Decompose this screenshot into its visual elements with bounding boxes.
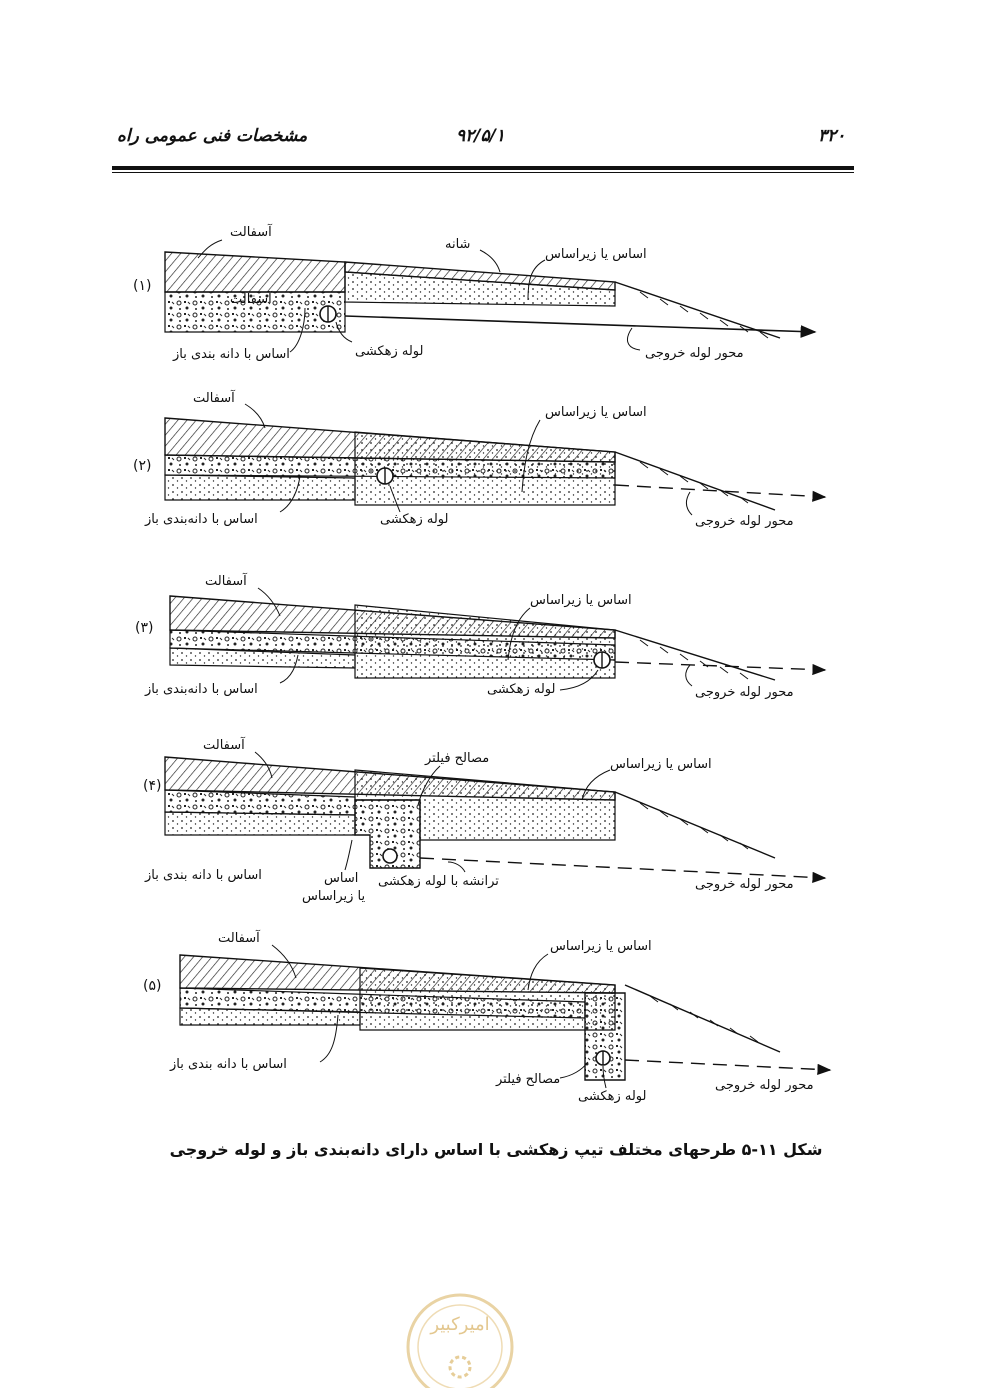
slope [614, 281, 781, 339]
asphalt-inner-label: آسفالت [230, 290, 273, 307]
asphalt-layer [164, 251, 346, 293]
filter-material-label: مصالح فیلتر [495, 1072, 560, 1087]
panel-5: (۵) آسفالت اساس یا زیراساس اساس با دانه … [143, 929, 832, 1104]
open-graded-base-label: اساس با دانه بندی باز [172, 347, 290, 362]
panel-2: (۲) آسفالت اساس یا زیراساس اساس با دانه‌… [133, 389, 827, 529]
base-subbase-label: اساس یا زیراساس [610, 757, 712, 772]
open-graded-base-label: اساس با دانه‌بندی باز [144, 512, 258, 527]
base-subbase-label: اساس یا زیراساس [530, 593, 632, 608]
open-graded-base-label: اساس با دانه بندی باز [144, 868, 262, 883]
panel-number: (۱) [133, 278, 151, 294]
slope [624, 984, 781, 1053]
book-title: مشخصات فنی عمومی راه [117, 126, 308, 146]
outlet-pipe [624, 1059, 832, 1075]
date-code: ۹۲/۵/۱ [456, 126, 505, 146]
outlet-pipe-axis-label: محور لوله خروجی [715, 1078, 814, 1093]
outlet-pipe-axis-label: محور لوله خروجی [695, 514, 794, 529]
outlet-pipe [344, 315, 817, 338]
figure-caption: شکل ۱۱-۵ طرحهای مختلف تیپ زهکشی با اساس … [169, 1140, 823, 1159]
asphalt-label: آسفالت [203, 736, 246, 753]
open-graded-base [164, 291, 346, 333]
panel-3: (۳) آسفالت اساس یا زیراساس اساس با دانه‌… [135, 572, 827, 700]
subbase-lower [164, 474, 356, 501]
base-subbase-label: اساس یا زیراساس [545, 405, 647, 420]
panel-number: (۳) [135, 620, 153, 636]
panel-number: (۵) [143, 978, 161, 994]
open-graded-base-label: اساس با دانه‌بندی باز [144, 682, 258, 697]
panel-number: (۴) [143, 778, 161, 794]
header-rule-thick [112, 166, 854, 170]
open-graded-base [169, 629, 616, 661]
drain-pipe-label: لوله زهکشی [380, 512, 449, 527]
outlet-pipe [419, 857, 827, 883]
slope [614, 629, 776, 681]
asphalt-label: آسفالت [205, 572, 248, 589]
header-rule-thin [112, 172, 854, 173]
open-graded-base [164, 454, 616, 479]
outlet-pipe-axis-label: محور لوله خروجی [695, 685, 794, 700]
drain-pipe-label: لوله زهکشی [578, 1089, 647, 1104]
outlet-pipe-axis-label: محور لوله خروجی [695, 877, 794, 892]
panel-number: (۲) [133, 458, 151, 474]
base-subbase-label: اساس یا زیراساس [545, 247, 647, 262]
asphalt-label: آسفالت [230, 223, 273, 240]
base-subbase-label: اساس یا زیراساس [550, 939, 652, 954]
filter-column [584, 992, 626, 1081]
filter-trench [354, 799, 421, 869]
outlet-pipe [614, 484, 827, 502]
panel-1: (۱) آسفالت شانه اساس یا زیراساس آسفالت ا… [133, 223, 817, 362]
shoulder-label: شانه [445, 237, 470, 252]
publisher-seal-watermark: امیرکبیر [406, 1293, 514, 1388]
open-graded-base-label: اساس با دانه بندی باز [169, 1057, 287, 1072]
filter-material-label: مصالح فیلتر [424, 751, 489, 766]
outlet-pipe [614, 661, 827, 676]
subbase-lower [169, 647, 356, 669]
asphalt-label: آسفالت [193, 389, 236, 406]
page-number: ۳۲۰ [818, 126, 846, 146]
outlet-pipe-axis-label: محور لوله خروجی [645, 346, 744, 361]
drain-pipe-icon [382, 848, 398, 864]
drain-trench-label: ترانشه با لوله زهکشی [378, 874, 499, 889]
seal-text: امیرکبیر [429, 1314, 489, 1335]
base-label-line1: اساس [324, 871, 358, 886]
slope [614, 451, 776, 511]
slope [614, 791, 776, 859]
subbase-lower [179, 1007, 361, 1026]
drain-pipe-label: لوله زهکشی [487, 682, 556, 697]
base-label-line2: یا زیراساس [302, 889, 365, 904]
panel-4: (۴) آسفالت مصالح فیلتر اساس یا زیراساس ا… [143, 736, 827, 904]
subbase-lower [164, 811, 356, 836]
asphalt-label: آسفالت [218, 929, 261, 946]
drain-pipe-label: لوله زهکشی [355, 344, 424, 359]
